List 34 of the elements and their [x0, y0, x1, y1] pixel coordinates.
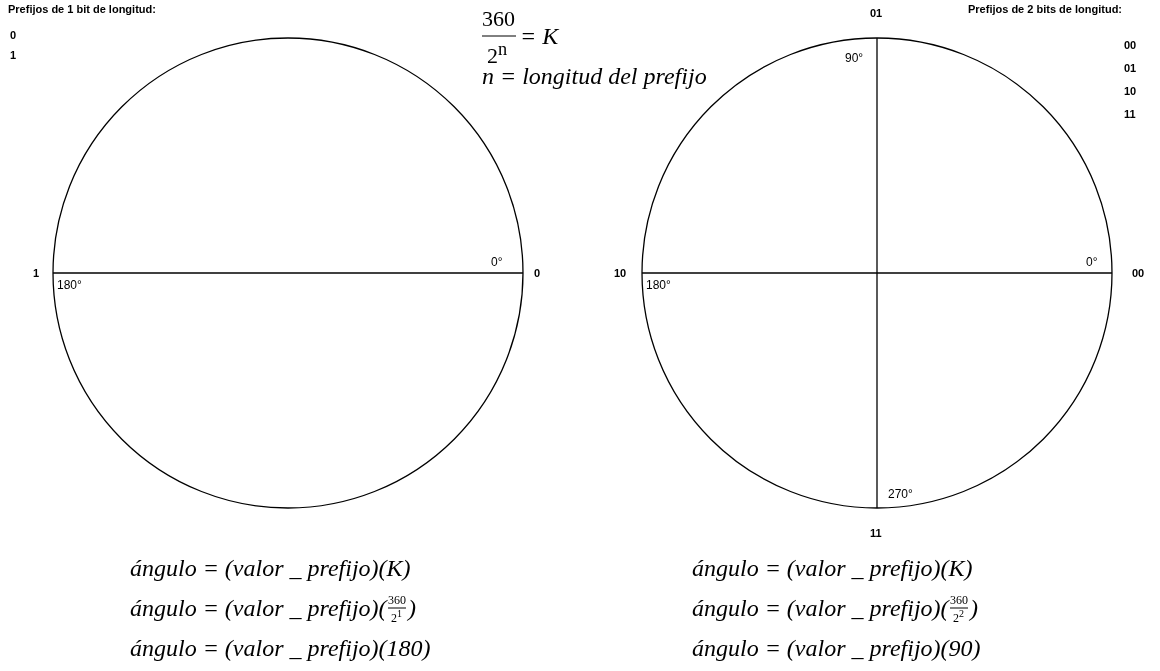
angle-label: 90°: [845, 52, 864, 64]
angle-label: 180°: [57, 279, 82, 291]
bit-label: 01: [870, 8, 883, 19]
formula: ángulo = (valor _ prefijo)(K): [130, 556, 411, 580]
bit-label: 1: [33, 268, 40, 279]
prefix-code: 01: [1124, 63, 1137, 74]
angle-label: 270°: [888, 488, 913, 500]
formula: ): [970, 596, 978, 620]
prefix-code: 00: [1124, 40, 1137, 51]
prefix-code: 0: [10, 30, 17, 41]
bit-label: 11: [870, 528, 882, 539]
formula: = K: [520, 24, 559, 48]
formula: ángulo = (valor _ prefijo)(: [130, 596, 387, 620]
angle-label: 180°: [646, 279, 671, 291]
heading: Prefijos de 2 bits de longitud:: [968, 4, 1122, 15]
denominator: 2$^{1}$: [391, 609, 402, 624]
angle-label: 0°: [1086, 256, 1098, 268]
prefix-code: 1: [10, 50, 17, 61]
bit-label: 10: [614, 268, 627, 279]
heading: Prefijos de 1 bit de longitud:: [8, 4, 156, 15]
prefix-code: 10: [1124, 86, 1137, 97]
numerator: 360: [388, 594, 406, 606]
numerator: 360: [482, 8, 515, 30]
formula: ángulo = (valor _ prefijo)(: [692, 596, 949, 620]
denominator: 2$^{2}$: [953, 609, 964, 624]
formula: ángulo = (valor _ prefijo)(K): [692, 556, 973, 580]
numerator: 360: [950, 594, 968, 606]
formula: ángulo = (valor _ prefijo)(180): [130, 636, 431, 660]
angle-label: 0°: [491, 256, 503, 268]
formula: ): [408, 596, 416, 620]
bit-label: 0: [534, 268, 541, 279]
bit-label: 00: [1132, 268, 1145, 279]
prefix-code: 11: [1124, 109, 1136, 120]
formula: ángulo = (valor _ prefijo)(90): [692, 636, 981, 660]
